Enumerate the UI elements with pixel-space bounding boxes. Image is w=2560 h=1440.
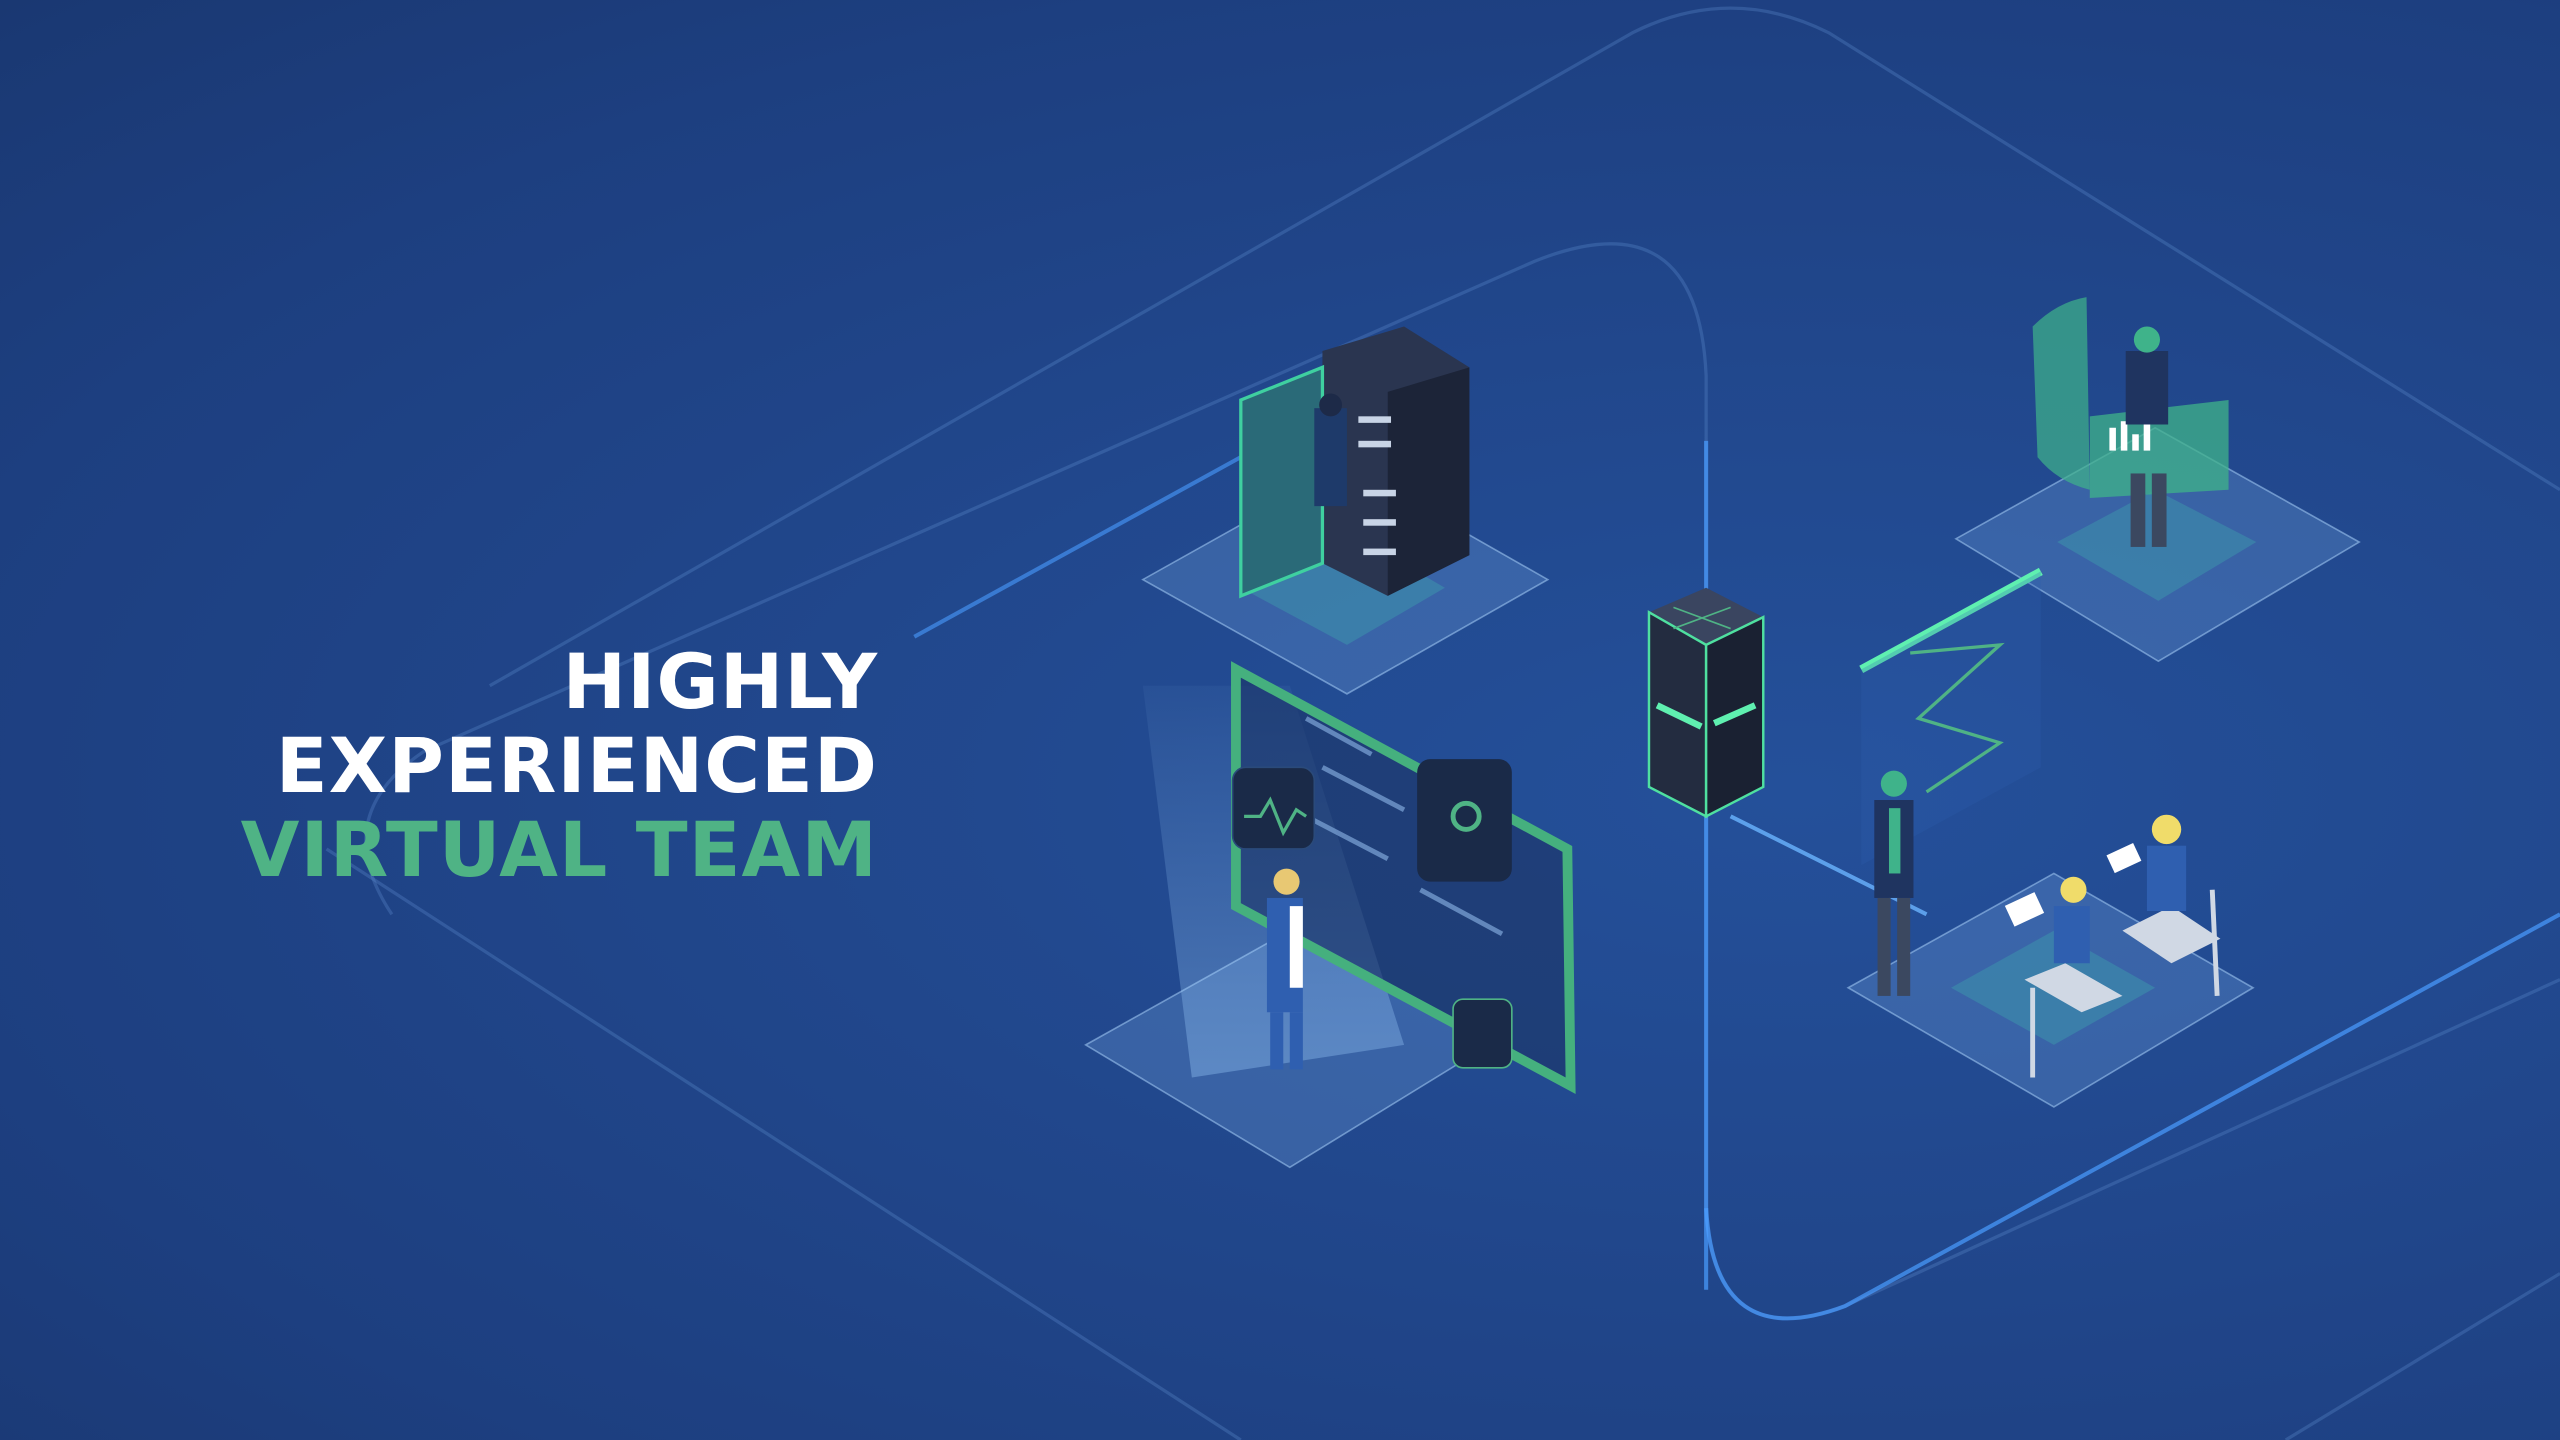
headline: HIGHLY EXPERIENCED VIRTUAL TEAM — [88, 640, 878, 892]
analyst-chart-platform — [1954, 297, 2361, 663]
headline-line-2: VIRTUAL TEAM — [240, 805, 878, 894]
central-server-icon — [1647, 587, 1765, 819]
engineer-dashboard-platform — [1084, 661, 1576, 1169]
headline-line-1: HIGHLY EXPERIENCED — [275, 637, 878, 810]
meeting-platform — [1846, 567, 2255, 1108]
server-technician-platform — [1141, 326, 1550, 695]
